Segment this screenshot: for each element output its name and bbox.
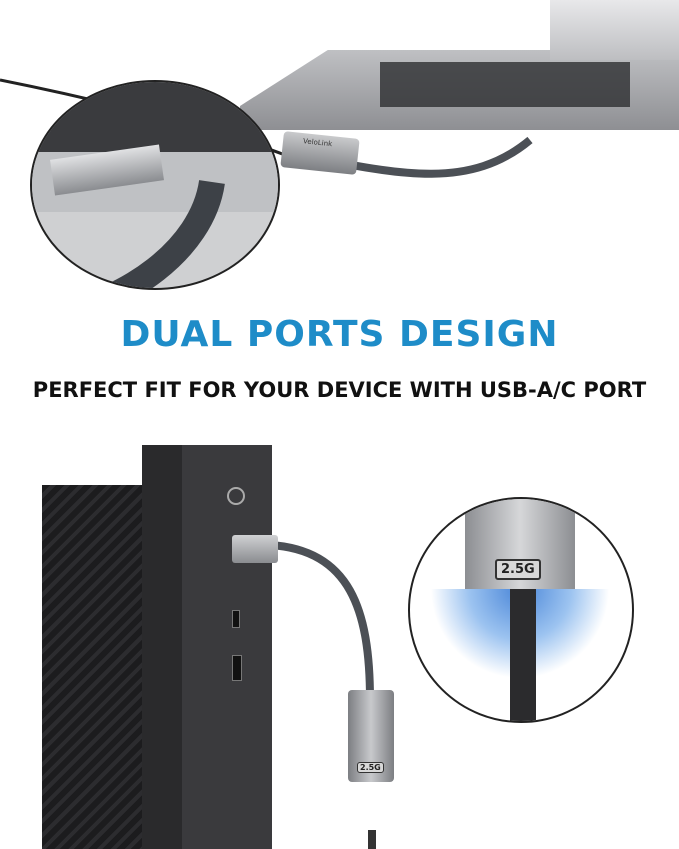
speed-label: 2.5G <box>495 559 541 580</box>
headline: DUAL PORTS DESIGN <box>0 314 679 355</box>
adapter-speed-label: 2.5G <box>357 762 384 773</box>
laptop-keyboard <box>380 62 630 107</box>
brand-logo: VeloLink <box>302 137 333 149</box>
ethernet-cable <box>510 589 536 721</box>
ethernet-zoom-circle: 2.5G <box>408 497 634 723</box>
card-slot <box>232 655 242 681</box>
usb-port <box>232 610 240 628</box>
desktop-tower <box>42 445 272 849</box>
usb-plug <box>232 535 278 563</box>
adapter-bottom: 2.5G <box>348 690 394 782</box>
subheadline: PERFECT FIT FOR YOUR DEVICE WITH USB-A/C… <box>32 378 647 402</box>
cable-bottom <box>269 541 376 849</box>
laptop-screen <box>550 0 679 60</box>
usb-a-zoom-circle <box>30 80 280 290</box>
power-button-icon <box>227 487 245 505</box>
laptop <box>240 0 679 140</box>
